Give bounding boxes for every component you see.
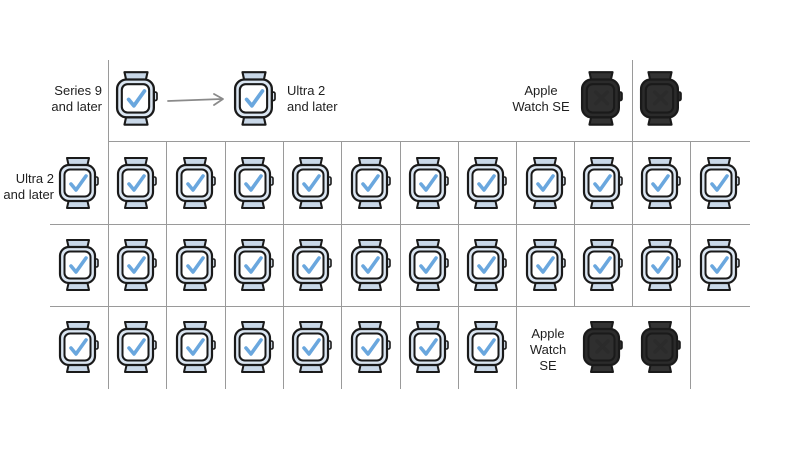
apple-watch-se-header-label-line-2: Watch SE (512, 99, 570, 114)
light-watch-check-icon (58, 321, 99, 373)
grid-line-vertical (574, 142, 575, 224)
light-watch-check-icon (582, 239, 623, 291)
light-watch-check-icon (175, 321, 216, 373)
light-watch-check-icon (525, 239, 566, 291)
ultra-2-row-label: Ultra 2 and later (2, 171, 54, 203)
light-watch-check-icon (699, 157, 740, 209)
light-watch-check-icon (466, 157, 507, 209)
grid-line-horizontal (50, 306, 750, 307)
ultra-2-header-label: Ultra 2 and later (287, 83, 338, 115)
grid-line-vertical (166, 142, 167, 224)
grid-line-vertical (458, 307, 459, 389)
light-watch-check-icon (466, 321, 507, 373)
light-watch-check-icon (466, 239, 507, 291)
grid-line-vertical (341, 307, 342, 389)
light-watch-check-icon (350, 239, 391, 291)
grid-line-vertical (225, 142, 226, 224)
grid-line-vertical (516, 307, 517, 389)
grid-line-vertical (690, 307, 691, 389)
grid-line-vertical (400, 307, 401, 389)
light-watch-check-icon (115, 70, 158, 126)
grid-line-vertical (458, 225, 459, 306)
grid-line-vertical (166, 225, 167, 306)
apple-watch-se-header-label: Apple Watch SE (508, 83, 574, 115)
light-watch-check-icon (291, 157, 332, 209)
light-watch-check-icon (291, 321, 332, 373)
light-watch-check-icon (233, 70, 276, 126)
ultra-2-header-label-line-2: and later (287, 99, 338, 114)
grid-line-vertical (632, 142, 633, 224)
ultra-2-row-label-line-2: and later (3, 187, 54, 202)
light-watch-check-icon (233, 321, 274, 373)
dark-watch-x-icon (639, 70, 682, 126)
light-watch-check-icon (408, 239, 449, 291)
series-9-label: Series 9 and later (40, 83, 102, 115)
light-watch-check-icon (58, 157, 99, 209)
grid-line-vertical (574, 225, 575, 306)
grid-line-vertical (400, 225, 401, 306)
grid-line-vertical (632, 60, 633, 142)
light-watch-check-icon (233, 157, 274, 209)
apple-watch-se-bottom-label: Apple Watch SE (519, 326, 577, 374)
grid-line-vertical (283, 225, 284, 306)
grid-line-vertical (632, 225, 633, 306)
light-watch-check-icon (350, 321, 391, 373)
grid-line-vertical (166, 307, 167, 389)
light-watch-check-icon (350, 157, 391, 209)
grid-line-vertical (458, 142, 459, 224)
grid-line-vertical (108, 60, 109, 389)
dark-watch-x-icon (580, 70, 623, 126)
light-watch-check-icon (525, 157, 566, 209)
grid-line-vertical (341, 142, 342, 224)
grid-line-horizontal (50, 224, 750, 225)
dark-watch-x-icon (640, 321, 681, 373)
light-watch-check-icon (699, 239, 740, 291)
grid-line-vertical (690, 142, 691, 224)
ultra-2-header-label-line-1: Ultra 2 (287, 83, 326, 98)
grid-line-vertical (283, 307, 284, 389)
light-watch-check-icon (58, 239, 99, 291)
light-watch-check-icon (408, 321, 449, 373)
ultra-2-row-label-line-1: Ultra 2 (15, 171, 54, 186)
apple-watch-se-bottom-label-line-3: SE (539, 358, 557, 373)
series-9-label-line-1: Series 9 (54, 83, 102, 98)
grid-line-vertical (516, 142, 517, 224)
light-watch-check-icon (408, 157, 449, 209)
light-watch-check-icon (116, 239, 157, 291)
grid-line-vertical (516, 225, 517, 306)
light-watch-check-icon (175, 239, 216, 291)
series-9-label-line-2: and later (51, 99, 102, 114)
grid-line-vertical (341, 225, 342, 306)
light-watch-check-icon (640, 157, 681, 209)
grid-line-vertical (283, 142, 284, 224)
apple-watch-se-bottom-label-line-2: Watch (529, 342, 567, 357)
light-watch-check-icon (175, 157, 216, 209)
light-watch-check-icon (116, 321, 157, 373)
grid-line-vertical (400, 142, 401, 224)
light-watch-check-icon (582, 157, 623, 209)
apple-watch-se-bottom-label-line-1: Apple (531, 326, 565, 341)
grid-line-vertical (690, 225, 691, 306)
light-watch-check-icon (640, 239, 681, 291)
grid-line-vertical (225, 307, 226, 389)
light-watch-check-icon (233, 239, 274, 291)
arrow-right-icon (167, 93, 224, 106)
apple-watch-se-header-label-line-1: Apple (524, 83, 558, 98)
grid-line-horizontal (108, 141, 750, 142)
light-watch-check-icon (116, 157, 157, 209)
light-watch-check-icon (291, 239, 332, 291)
dark-watch-x-icon (582, 321, 623, 373)
grid-line-vertical (225, 225, 226, 306)
